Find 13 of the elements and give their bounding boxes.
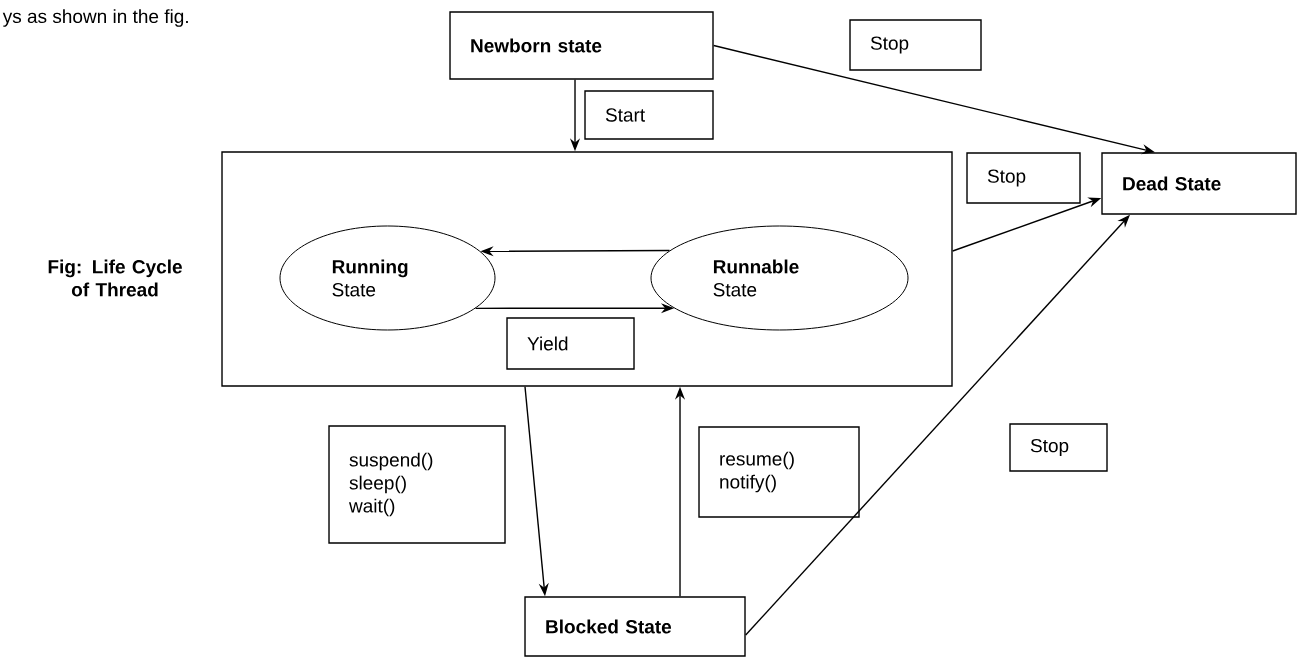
- label-box: Stop: [849, 19, 982, 71]
- state-box: Newborn state: [449, 11, 714, 80]
- label-box: suspend() sleep() wait(): [328, 425, 506, 544]
- state-box: Dead State: [1101, 152, 1297, 215]
- caption: Fig: Life Cycle of Thread: [48, 259, 182, 297]
- state-box: Blocked State: [524, 596, 746, 657]
- label-box: Start: [584, 90, 714, 140]
- label-box: Stop: [1009, 423, 1108, 472]
- label-box: Yield: [506, 317, 635, 370]
- text-fragment: ys as shown in the fig.: [2, 9, 188, 27]
- label-box: resume() notify(): [698, 426, 860, 518]
- container-box: [221, 151, 953, 387]
- label-box: Stop: [966, 152, 1081, 204]
